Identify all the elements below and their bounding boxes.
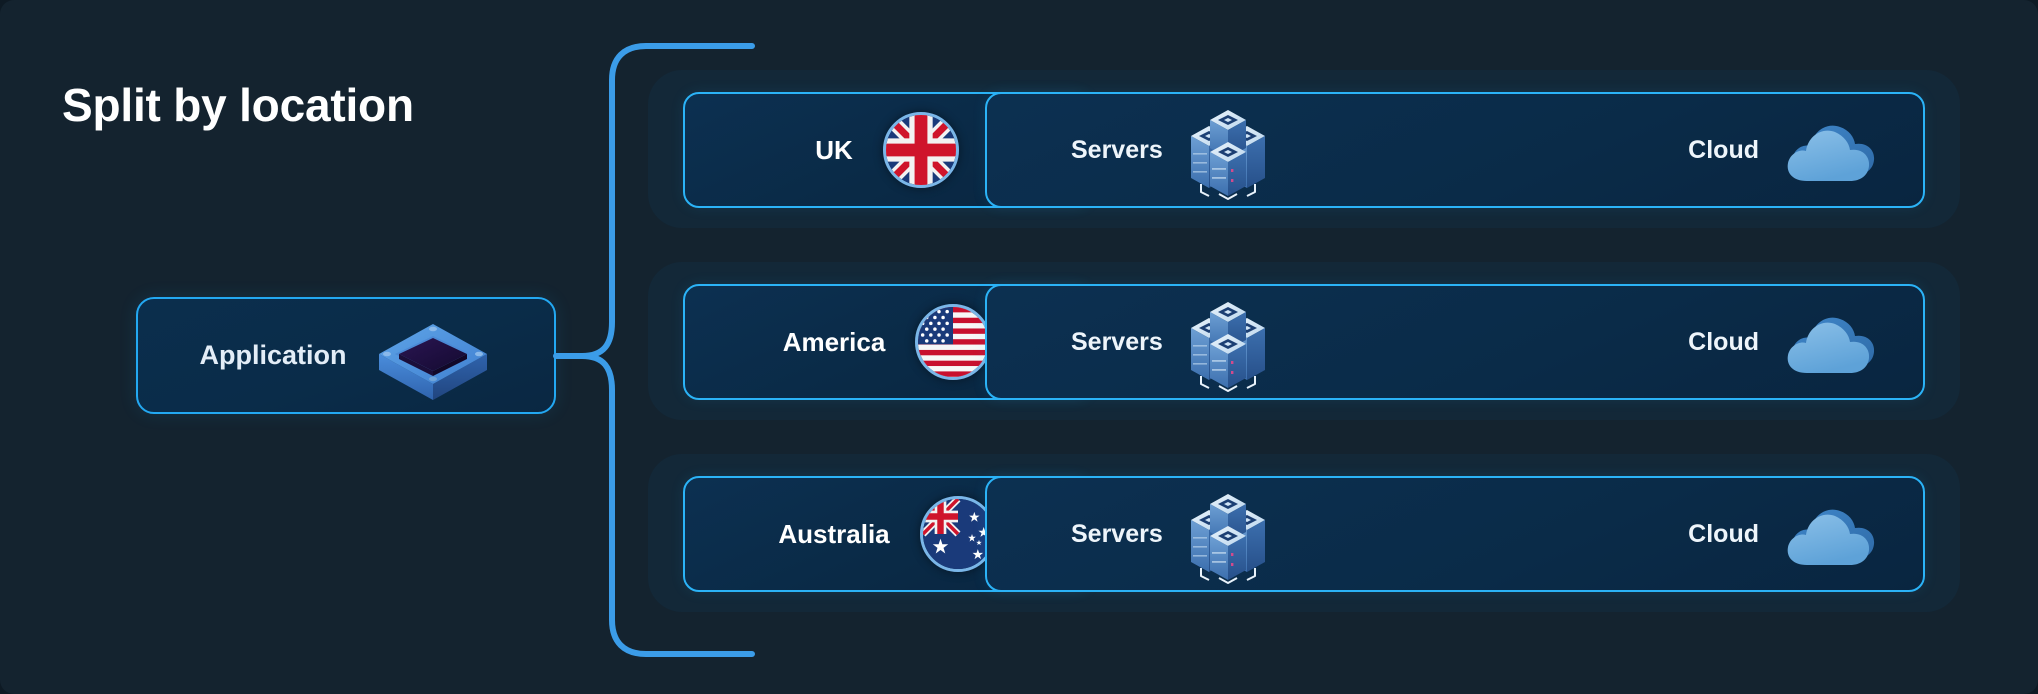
service-label: Cloud [1688,327,1759,356]
service-cloud: Cloud [1688,497,1877,571]
cloud-icon [1787,317,1875,373]
region-label: Australia [778,518,890,549]
service-servers: Servers [1071,290,1271,394]
server-rack-icon [1190,110,1265,200]
service-servers: Servers [1071,482,1271,586]
region-label: UK [815,134,853,165]
cloud-icon [1787,509,1875,565]
service-label: Servers [1071,327,1163,356]
region-label: America [782,326,886,357]
application-chip-icon [373,308,493,404]
service-servers: Servers [1071,98,1271,202]
usa-flag-icon [915,304,992,380]
cloud-icon [1787,125,1875,181]
services-box-america[interactable]: Servers [985,284,1925,400]
service-cloud: Cloud [1688,113,1877,187]
server-rack-icon [1190,494,1265,584]
region-row-america: America [648,262,1960,420]
service-label: Servers [1071,519,1163,548]
uk-flag-icon [882,112,959,188]
page-title: Split by location [62,79,414,131]
regions-panel: UK [648,40,1960,654]
region-row-australia: Australia [648,454,1960,612]
application-label: Application [199,340,347,370]
services-box-uk[interactable]: Servers [985,92,1925,208]
services-box-australia[interactable]: Servers [985,476,1925,592]
service-cloud: Cloud [1688,305,1877,379]
service-label: Cloud [1688,519,1759,548]
region-row-uk: UK [648,70,1960,228]
service-label: Servers [1071,135,1163,164]
service-label: Cloud [1688,135,1759,164]
server-rack-icon [1190,302,1265,392]
application-node[interactable]: Application [136,297,556,414]
